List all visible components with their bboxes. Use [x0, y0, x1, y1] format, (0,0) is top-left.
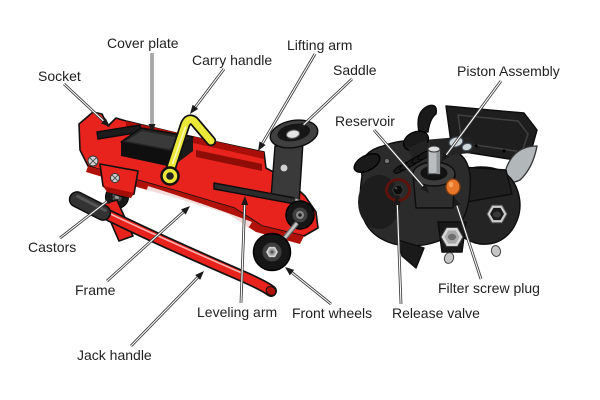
- arrow-carry-handle: [190, 68, 226, 114]
- trolley-jack-illustration: [68, 111, 319, 297]
- label-jack-handle: Jack handle: [77, 347, 152, 363]
- label-carry-handle: Carry handle: [192, 52, 273, 68]
- carry-handle-part: [160, 114, 217, 186]
- label-filter-screw-plug: Filter screw plug: [438, 280, 540, 296]
- arrow-cover-plate: [148, 53, 156, 133]
- label-castors: Castors: [28, 239, 77, 255]
- label-socket: Socket: [38, 68, 81, 84]
- label-piston-assembly: Piston Assembly: [457, 63, 560, 79]
- front-wheels-part: [252, 200, 315, 272]
- arrow-release-valve: [393, 196, 403, 305]
- spring-coil: [393, 150, 431, 174]
- arrow-leveling-arm: [239, 196, 249, 304]
- label-lifting-arm: Lifting arm: [287, 37, 353, 53]
- label-arrows: [59, 53, 503, 347]
- label-saddle: Saddle: [333, 62, 377, 78]
- label-front-wheels: Front wheels: [292, 305, 373, 321]
- saddle-part: [269, 119, 319, 205]
- arrow-socket: [63, 82, 110, 127]
- arrow-castors: [59, 196, 114, 240]
- label-reservoir: Reservoir: [335, 113, 395, 129]
- arrow-lifting-arm: [258, 53, 317, 151]
- arrow-reservoir: [372, 129, 429, 193]
- piston-rod: [427, 145, 441, 175]
- label-leveling-arm: Leveling arm: [197, 304, 278, 320]
- filter-screw-plug-part: [445, 178, 461, 196]
- label-release-valve: Release valve: [392, 305, 480, 321]
- arrow-jack-handle: [129, 271, 204, 347]
- label-frame: Frame: [75, 282, 116, 298]
- arrow-saddle: [297, 77, 353, 131]
- piston-assembly-illustration: [353, 104, 538, 269]
- label-cover-plate: Cover plate: [107, 35, 179, 51]
- arrow-front-wheels: [285, 267, 332, 306]
- arrow-filter-screw-plug: [453, 197, 483, 280]
- arrow-frame: [106, 206, 190, 283]
- arrow-piston-assembly: [441, 80, 503, 162]
